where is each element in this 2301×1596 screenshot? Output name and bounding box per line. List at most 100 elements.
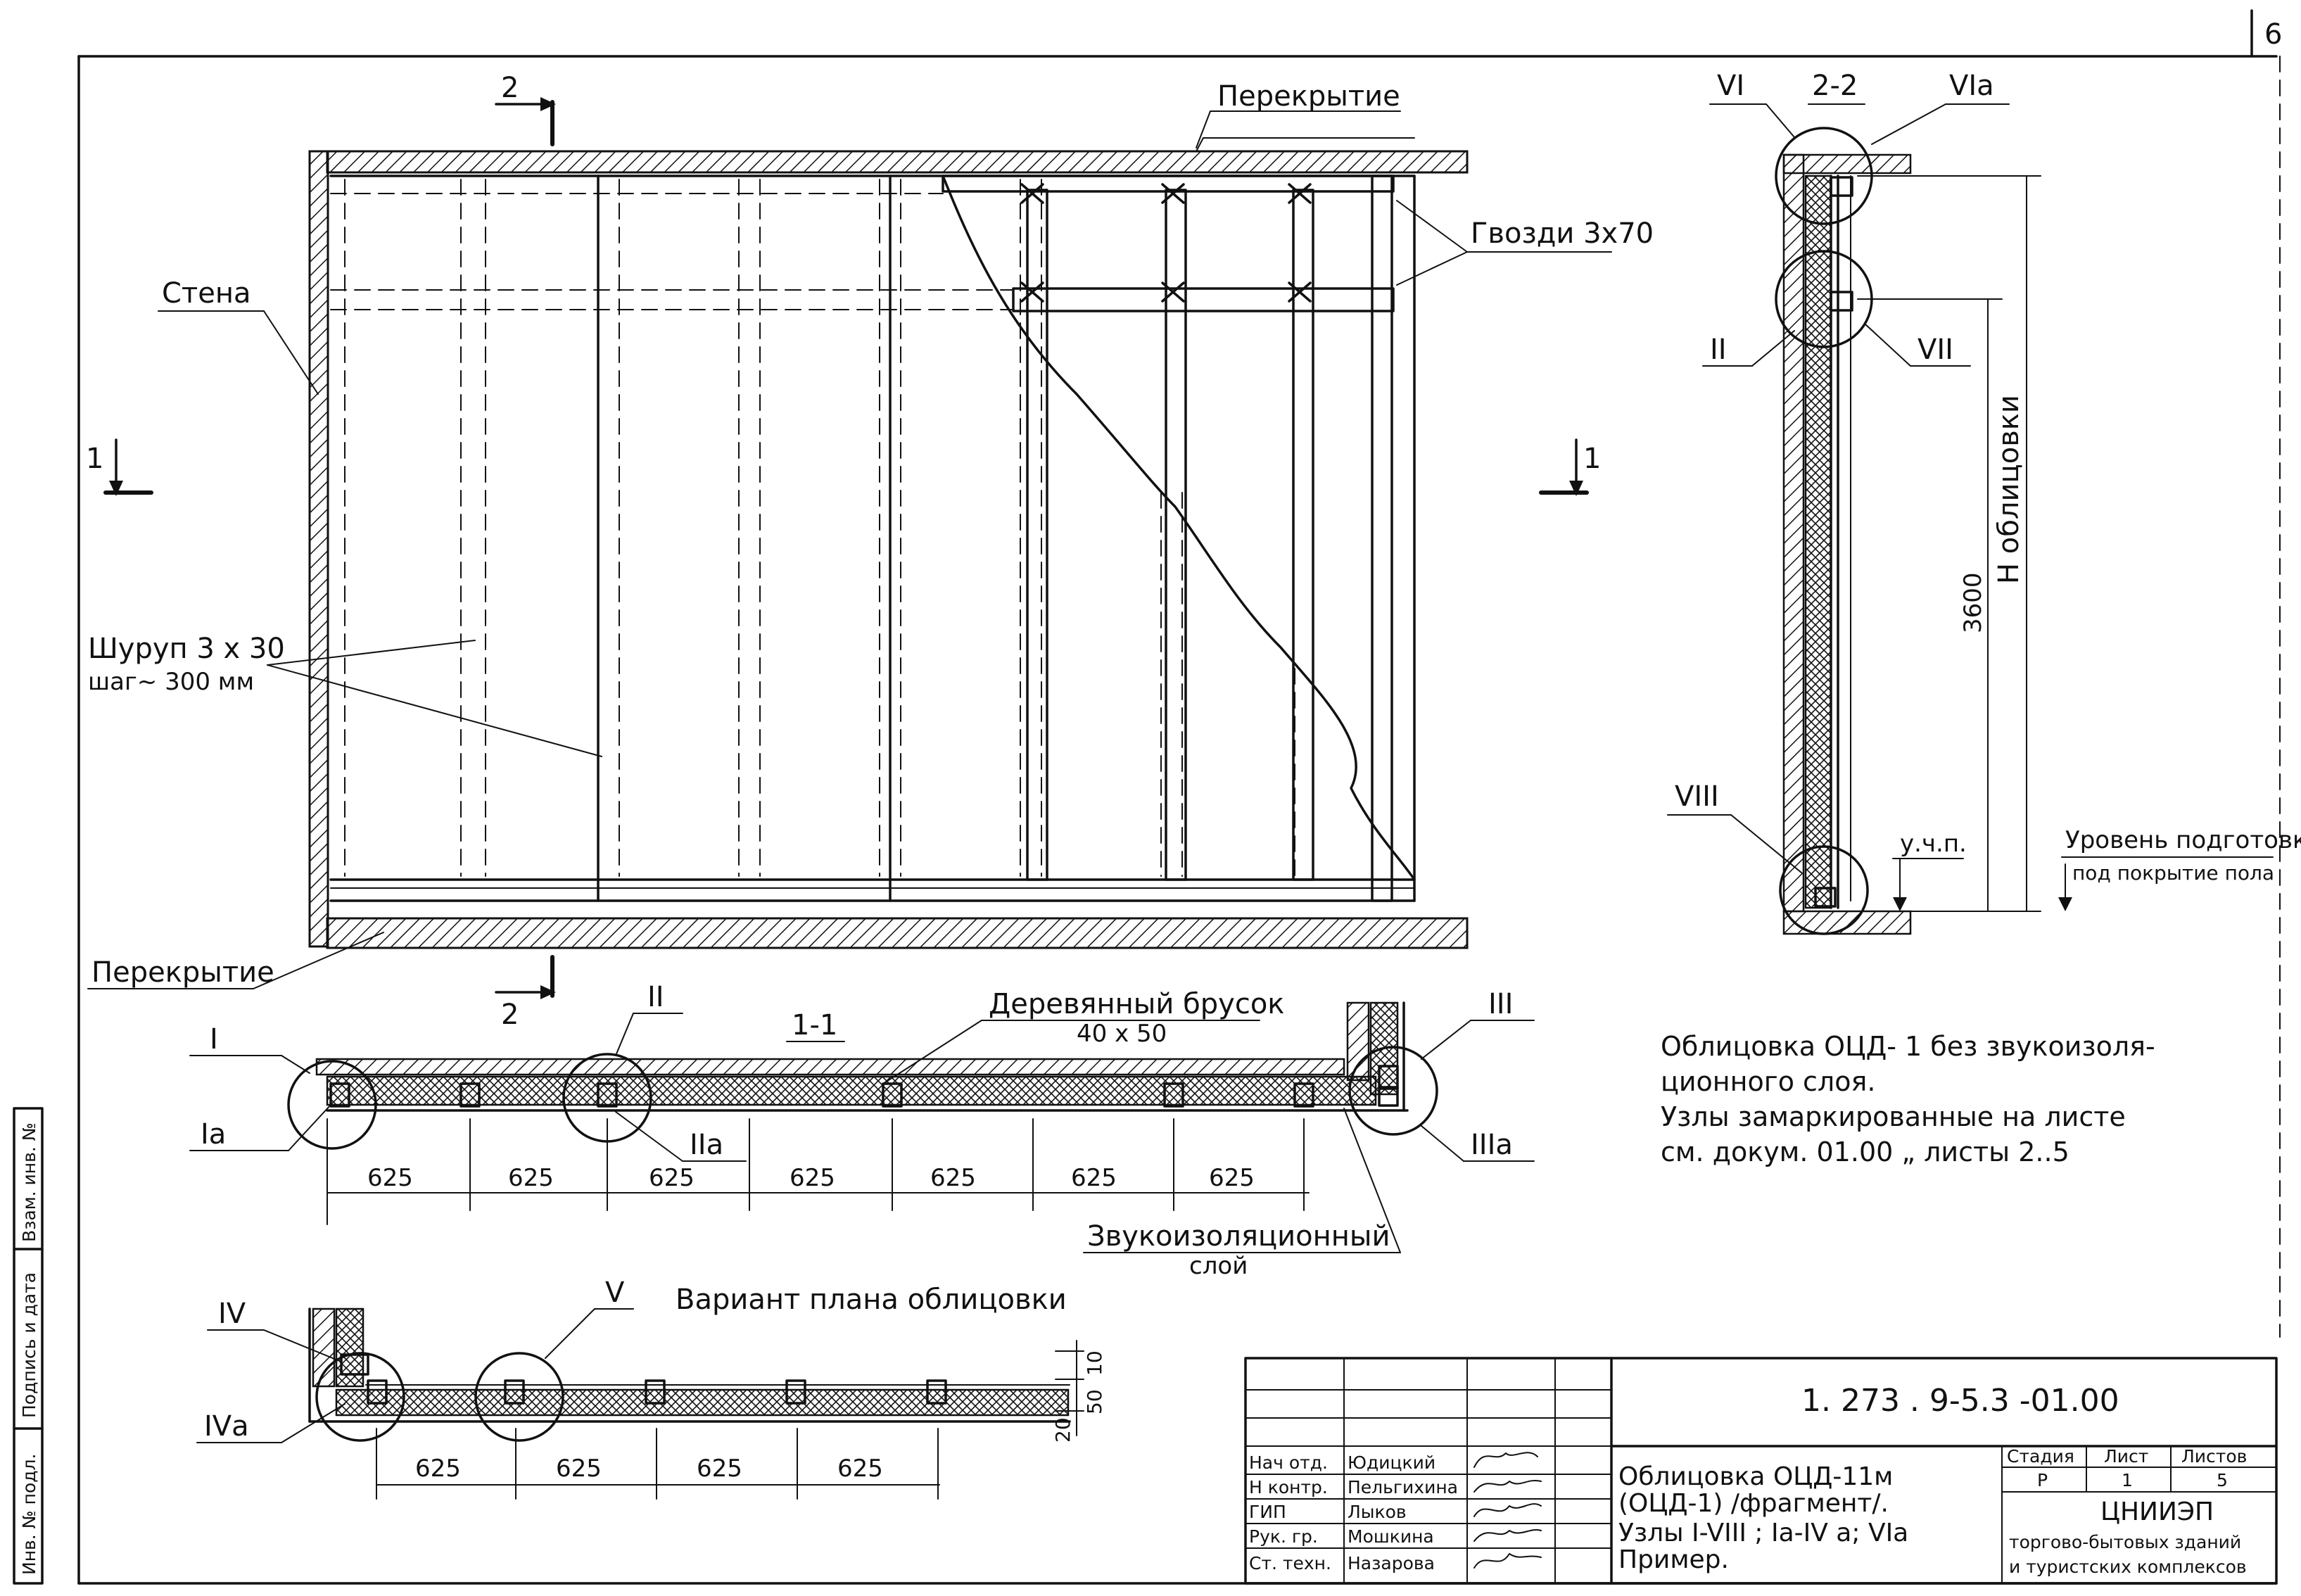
notes: Облицовка ОЦД- 1 без звукоизоля- ционног… [1661, 1031, 2155, 1167]
thick-dim-20: 20 [1051, 1417, 1075, 1443]
title-line-3: Узлы I-VIII ; Iа-IV а; VIа [1618, 1519, 1908, 1547]
elevation-view: 2 2 1 1 Перекрытие Стена Гвозди 3х [86, 72, 1654, 1031]
plan-1-1-insulation [326, 1075, 1377, 1106]
name-3: Лыков [1348, 1502, 1407, 1522]
variant-dim-4: 625 [837, 1455, 883, 1483]
section-1-left-label: 1 [86, 443, 103, 475]
node-IVa-label: IVа [204, 1410, 249, 1443]
floor-mark-label: у.ч.п. [1900, 830, 1967, 858]
plan-1-1-dimensions: 625 625 625 625 625 625 625 [327, 1118, 1310, 1225]
node-II-section-label: II [1710, 334, 1727, 366]
wooden-bar-size: 40 х 50 [1077, 1020, 1167, 1048]
variant-dim-2: 625 [556, 1455, 602, 1483]
section-floor [1782, 910, 1912, 935]
section-marker-1-right: 1 [1539, 438, 1601, 496]
screw-label-1: Шуруп 3 х 30 [88, 633, 285, 665]
floor-level-label-1: Уровень подготовки [2065, 826, 2301, 854]
insulation-label-2: слой [1189, 1252, 1248, 1280]
role-2: Н контр. [1249, 1477, 1328, 1497]
plan-1-1-title: 1-1 [792, 1009, 837, 1041]
node-II-label: II [647, 981, 664, 1013]
dim-3: 625 [649, 1164, 695, 1192]
node-IIIa-label: IIIа [1471, 1129, 1513, 1161]
org-line-2: торгово-бытовых зданий [2009, 1532, 2241, 1552]
node-III-label: III [1488, 988, 1513, 1020]
node-Ia-label: Iа [201, 1118, 226, 1151]
node-VIII-label: VIII [1675, 780, 1719, 813]
nails-label: Гвозди 3х70 [1471, 217, 1654, 250]
section-2-bottom-label: 2 [501, 999, 519, 1031]
role-4: Рук. гр. [1249, 1526, 1318, 1547]
section-2-2: 2-2 VI VIа II VII VIII [1667, 70, 2301, 935]
page-number: 6 [2264, 18, 2282, 51]
title-line-1: Облицовка ОЦД-11м [1618, 1462, 1893, 1491]
org-line-3: и туристских комплексов [2009, 1557, 2247, 1577]
stamp-replace-inv: Взам. инв. № [19, 1122, 39, 1242]
thick-dim-50: 50 [1083, 1389, 1106, 1414]
ceiling-slab [326, 150, 1469, 174]
thick-dim-10: 10 [1083, 1350, 1106, 1376]
floor-label: Перекрытие [91, 956, 274, 989]
node-IV-label: IV [218, 1298, 246, 1330]
title-line-4: Пример. [1618, 1545, 1729, 1574]
role-3: ГИП [1249, 1502, 1286, 1522]
node-VII-label: VII [1917, 334, 1953, 366]
section-2-top-label: 2 [501, 72, 519, 104]
doc-code: 1. 273 . 9-5.3 -01.00 [1801, 1383, 2119, 1419]
exposed-studs [942, 175, 1395, 902]
sheets-header: Листов [2181, 1446, 2247, 1467]
name-5: Назарова [1348, 1553, 1435, 1573]
sheet-frame: 6 [77, 9, 2282, 1585]
org-line-1: ЦНИИЭП [2100, 1497, 2214, 1526]
plan-variant: Вариант плана облицовки IV IVа V 10 [196, 1277, 1106, 1500]
plan-1-1-studs [329, 1065, 1399, 1108]
stage-header: Стадия [2007, 1446, 2074, 1467]
stamp-signature: Подпись и дата [19, 1272, 39, 1418]
node-I-label: I [210, 1023, 218, 1056]
stamp-inv-no: Инв. № подл. [19, 1454, 39, 1575]
variant-dim-3: 625 [697, 1455, 742, 1483]
dim-1: 625 [367, 1164, 413, 1192]
section-2-2-title: 2-2 [1812, 70, 1858, 102]
plan-variant-dimensions: 625 625 625 625 [376, 1428, 940, 1500]
hidden-studs [344, 179, 1295, 877]
floor-level-label-2: под покрытие пола [2072, 861, 2274, 885]
plan-1-1-wall [315, 1058, 1345, 1076]
title-line-2: (ОЦД-1) /фрагмент/. [1618, 1489, 1889, 1518]
plan-1-1-return-wall [1346, 1001, 1370, 1082]
name-1: Юдицкий [1348, 1452, 1435, 1473]
section-marker-1-left: 1 [86, 438, 153, 496]
section-marker-2-bottom: 2 [495, 955, 556, 1031]
role-1: Нач отд. [1249, 1452, 1328, 1473]
sheet-header: Лист [2104, 1446, 2148, 1467]
note-line-1: Облицовка ОЦД- 1 без звукоизоля- [1661, 1031, 2155, 1062]
variant-return-wall [312, 1307, 336, 1388]
node-VI-label: VI [1717, 70, 1744, 102]
screw-label-2: шаг~ 300 мм [88, 668, 254, 696]
node-IIa-label: IIа [690, 1129, 723, 1161]
section-marker-2-top: 2 [495, 72, 556, 146]
dim-6: 625 [1071, 1164, 1117, 1192]
section-1-right-label: 1 [1583, 443, 1601, 475]
insulation-label-1: Звукоизоляционный [1087, 1220, 1390, 1253]
name-4: Мошкина [1348, 1526, 1434, 1547]
variant-insulation [335, 1388, 1070, 1417]
sheets-value: 5 [2217, 1470, 2228, 1490]
break-line [942, 175, 1416, 881]
wall [308, 150, 329, 948]
sheet-value: 1 [2122, 1470, 2133, 1490]
wooden-bar-label: Деревянный брусок [989, 988, 1284, 1020]
nail-marks [1020, 183, 1312, 303]
signatures [1473, 1452, 1542, 1569]
plan-1-1: 1-1 I Iа II IIа [189, 981, 1535, 1280]
section-insulation [1804, 175, 1832, 909]
height-label: Н облицовки [1993, 395, 2025, 584]
ceiling-label: Перекрытие [1217, 80, 1400, 113]
margin-stamp: Инв. № подл. Подпись и дата Взам. инв. № [13, 1107, 44, 1585]
floor-slab [326, 917, 1469, 949]
height-dim-3600: 3600 [1959, 572, 1987, 633]
title-block: 1. 273 . 9-5.3 -01.00 Нач отд. Н контр. … [1244, 1357, 2278, 1585]
role-5: Ст. техн. [1249, 1553, 1331, 1573]
note-line-2: ционного слоя. [1661, 1066, 1875, 1097]
stage-value: Р [2037, 1470, 2048, 1490]
